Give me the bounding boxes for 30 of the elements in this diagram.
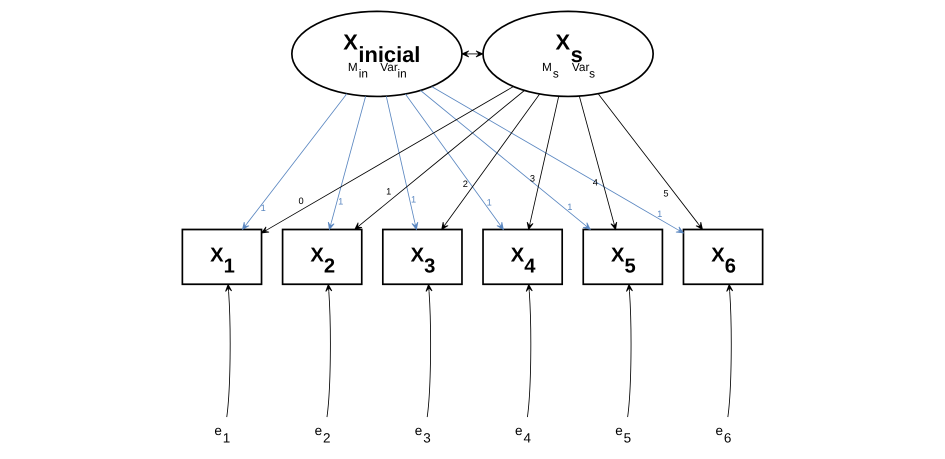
edge-label: 1: [410, 194, 416, 204]
arrow: [386, 96, 418, 230]
arrow: [526, 96, 560, 230]
arrow: [462, 50, 484, 58]
arrow: [325, 284, 332, 418]
arrow: [261, 86, 514, 234]
arrow: [726, 284, 734, 418]
arrow: [526, 284, 533, 418]
arrow: [431, 86, 684, 234]
edge-label: 1: [260, 203, 266, 214]
edge-label: 1: [386, 186, 392, 197]
edge-label: 1: [657, 209, 662, 220]
arrow: [225, 284, 232, 418]
arrow: [441, 94, 540, 230]
edge-label: 1: [567, 202, 572, 212]
edge-label: 5: [663, 188, 669, 198]
arrow: [328, 96, 366, 230]
edge-label: 3: [530, 173, 536, 184]
edge-label: 1: [338, 196, 344, 207]
edge-label: 1: [486, 198, 492, 208]
arrow: [626, 284, 633, 418]
arrow: [404, 94, 504, 230]
arrow: [242, 93, 348, 230]
arrow: [578, 96, 618, 230]
edge-label: 0: [298, 196, 304, 206]
arrow: [598, 93, 703, 230]
arrow: [354, 90, 525, 230]
arrow: [420, 90, 591, 230]
edge-label: 2: [462, 179, 468, 190]
arrow: [426, 284, 432, 418]
